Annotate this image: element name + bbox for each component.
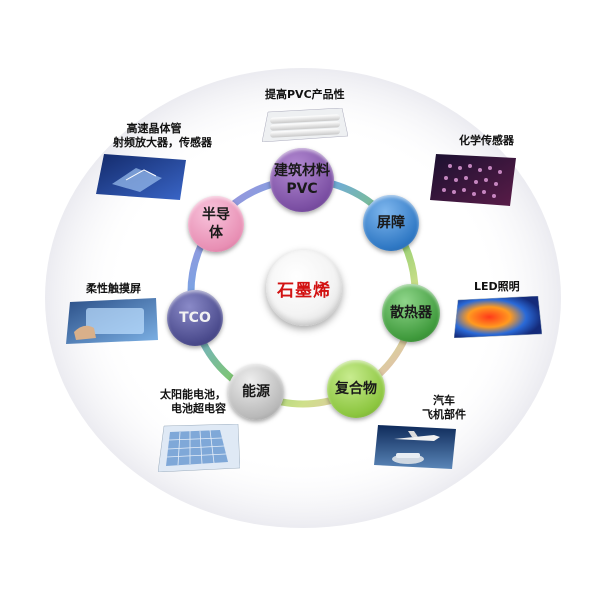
node-tco: TCO: [167, 290, 223, 346]
pvc-pipes-image: [262, 108, 348, 142]
label-transistor-line1: 高速晶体管: [126, 122, 182, 135]
chemical-sensor-image: [430, 154, 516, 206]
node-label-line: 屏障: [377, 215, 405, 231]
center-node-graphene: 石墨烯: [266, 250, 342, 326]
solar-panel-image: [158, 424, 240, 472]
label-solar-line2: 电池超电容: [171, 402, 226, 415]
node-label-line: PVC: [286, 181, 318, 197]
label-auto-line1: 汽车: [433, 394, 455, 407]
label-chemical-sensor: 化学传感器: [459, 134, 514, 147]
node-composite: 复合物: [327, 360, 385, 418]
label-touch: 柔性触摸屏: [86, 282, 141, 295]
node-heat-sink: 散热器: [382, 284, 440, 342]
label-pvc: 提高PVC产品性: [265, 88, 345, 101]
node-barrier: 屏障: [363, 195, 419, 251]
node-label-line: 散热器: [390, 305, 432, 321]
node-label-line: 能源: [242, 384, 270, 400]
label-transistor-line2: 射频放大器，传感器: [113, 136, 212, 149]
node-energy: 能源: [228, 364, 284, 420]
node-label-line: 半导: [202, 207, 230, 223]
label-led: LED照明: [474, 280, 520, 293]
node-label-line: TCO: [179, 310, 211, 326]
transistor-image: [96, 154, 186, 200]
label-solar-line1: 太阳能电池，: [160, 388, 226, 401]
label-auto-line2: 飞机部件: [422, 408, 466, 421]
node-semiconductor: 半导体: [188, 196, 244, 252]
touchscreen-image: [66, 298, 158, 344]
node-building-pvc: 建筑材料 PVC: [270, 148, 334, 212]
aircraft-car-image: [374, 425, 456, 469]
label-transistor: 高速晶体管 射频放大器，传感器: [96, 122, 212, 150]
node-label-line: 复合物: [335, 381, 377, 397]
node-label-line: 建筑材料: [274, 163, 330, 179]
led-heatmap-image: [454, 296, 542, 338]
node-label-line: 体: [209, 225, 223, 241]
center-label: 石墨烯: [277, 280, 331, 301]
label-auto: 汽车 飞机部件: [418, 394, 470, 422]
label-solar: 太阳能电池， 电池超电容: [150, 388, 226, 416]
